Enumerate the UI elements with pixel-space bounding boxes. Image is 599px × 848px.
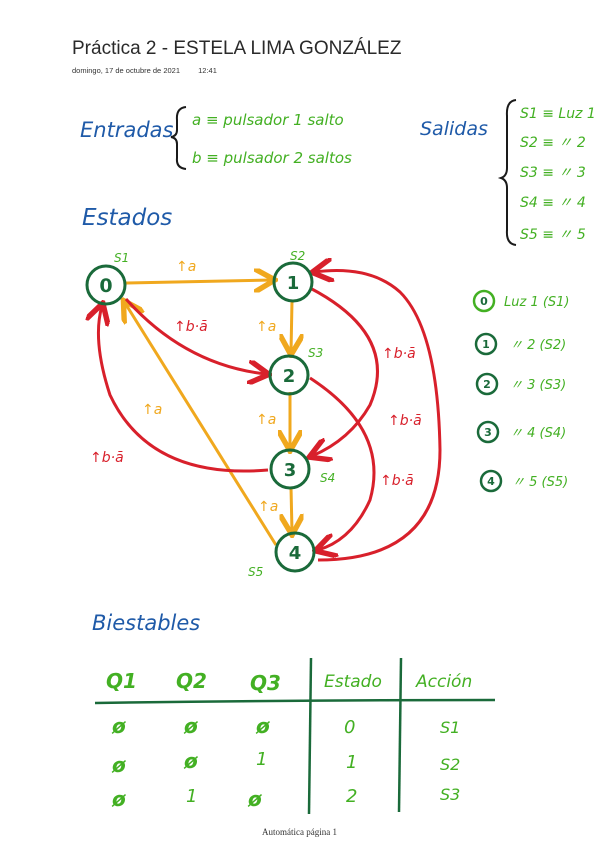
svg-text:S1: S1 (440, 718, 460, 737)
label-3-4: ↑a (258, 499, 278, 515)
svg-text:Luz 1 (S1): Luz 1 (S1) (504, 295, 570, 310)
page-title: Práctica 2 - ESTELA LIMA GONZÁLEZ (72, 38, 402, 59)
svg-text:2: 2 (346, 786, 357, 807)
col-q2: Q2 (176, 669, 207, 693)
label-4-1: ↑b·ā (380, 473, 414, 489)
note-time: 12:41 (198, 66, 217, 75)
svg-text:1: 1 (256, 749, 267, 770)
page-footer: Automática página 1 (262, 827, 337, 837)
svg-text:ø: ø (255, 714, 270, 738)
salida-s2: S2 ≡ 〃 2 (520, 135, 586, 151)
label-0-2: ↑b·ā (174, 319, 208, 335)
label-2-4: ↑b·ā (388, 413, 422, 429)
label-1-3: ↑b·ā (382, 346, 416, 362)
state-node-3: 3 S4 (269, 448, 335, 490)
svg-text:S4: S4 (320, 471, 335, 485)
svg-text:ø: ø (247, 787, 262, 811)
legend-0: 0 Luz 1 (S1) (472, 289, 570, 313)
salidas-brace (497, 99, 517, 246)
transition-0-1 (125, 280, 272, 283)
svg-text:S3: S3 (308, 346, 323, 360)
salidas-heading: Salidas (420, 118, 488, 140)
biestables-heading: Biestables (92, 611, 200, 635)
svg-text:1: 1 (287, 273, 300, 294)
svg-text:4: 4 (487, 475, 495, 488)
col-q3: Q3 (250, 671, 281, 695)
salida-s4: S4 ≡ 〃 4 (520, 195, 586, 211)
entradas-brace (170, 106, 187, 170)
state-node-1: 1 S2 (272, 249, 314, 303)
svg-text:ø: ø (111, 714, 126, 738)
entrada-b: b ≡ pulsador 2 saltos (192, 149, 352, 167)
transition-3-4 (291, 486, 292, 532)
svg-text:2: 2 (283, 366, 296, 387)
svg-text:ø: ø (111, 787, 126, 811)
label-1-2: ↑a (256, 319, 276, 335)
transition-4-0 (125, 303, 278, 546)
svg-text:1: 1 (482, 338, 490, 351)
svg-text:ø: ø (183, 714, 198, 738)
estados-heading: Estados (82, 205, 172, 231)
note-timestamp: domingo, 17 de octubre de 2021 12:41 (72, 66, 217, 75)
entrada-a: a ≡ pulsador 1 salto (192, 111, 344, 129)
svg-text:S2: S2 (290, 249, 305, 263)
col-accion: Acción (415, 672, 472, 692)
col-q1: Q1 (106, 669, 137, 693)
label-4-0: ↑a (142, 402, 162, 418)
salida-s3: S3 ≡ 〃 3 (520, 165, 586, 181)
note-date: domingo, 17 de octubre de 2021 (72, 66, 180, 75)
svg-text:S3: S3 (440, 785, 460, 804)
svg-text:〃 5 (S5): 〃 5 (S5) (512, 475, 568, 490)
svg-text:S2: S2 (440, 755, 460, 774)
svg-text:3: 3 (284, 460, 297, 481)
svg-text:S1: S1 (114, 251, 129, 265)
transition-1-2 (291, 300, 292, 352)
svg-text:1: 1 (186, 786, 197, 807)
svg-text:0: 0 (99, 275, 112, 297)
svg-text:1: 1 (346, 752, 357, 773)
state-node-4: 4 S5 (248, 531, 316, 579)
transition-4-1 (315, 271, 442, 562)
salida-s1: S1 ≡ Luz 1 (520, 106, 596, 122)
salida-s5: S5 ≡ 〃 5 (520, 227, 586, 243)
transition-0-2 (124, 297, 266, 374)
svg-text:S5: S5 (248, 565, 263, 579)
legend-4: 4 〃 5 (S5) (479, 469, 568, 493)
svg-text:〃 4 (S4): 〃 4 (S4) (510, 426, 566, 441)
entradas-heading: Entradas (80, 118, 174, 142)
transition-3-0 (98, 306, 269, 473)
transition-1-3 (310, 286, 379, 456)
svg-text:ø: ø (111, 753, 126, 777)
svg-text:2: 2 (483, 378, 491, 391)
svg-text:ø: ø (183, 749, 198, 773)
state-node-2: 2 S3 (268, 346, 323, 396)
svg-text:4: 4 (289, 543, 302, 564)
svg-text:0: 0 (344, 717, 355, 738)
legend-1: 1 〃 2 (S2) (474, 332, 566, 356)
svg-text:0: 0 (480, 295, 488, 308)
svg-text:3: 3 (484, 426, 492, 439)
legend-3: 3 〃 4 (S4) (476, 420, 566, 444)
svg-text:〃 2 (S2): 〃 2 (S2) (510, 338, 566, 353)
legend-2: 2 〃 3 (S3) (475, 372, 566, 396)
state-node-0: 0 S1 (85, 251, 129, 306)
label-3-0: ↑b·ā (90, 450, 124, 466)
col-estado: Estado (324, 672, 382, 692)
transition-2-4 (309, 376, 376, 550)
label-0-1: ↑a (176, 259, 196, 275)
svg-text:〃 3 (S3): 〃 3 (S3) (510, 378, 566, 393)
label-2-3: ↑a (256, 412, 276, 428)
biestables-table: Q1 Q2 Q3 Estado Acción ø ø ø 0 S1 ø ø 1 … (94, 657, 496, 815)
